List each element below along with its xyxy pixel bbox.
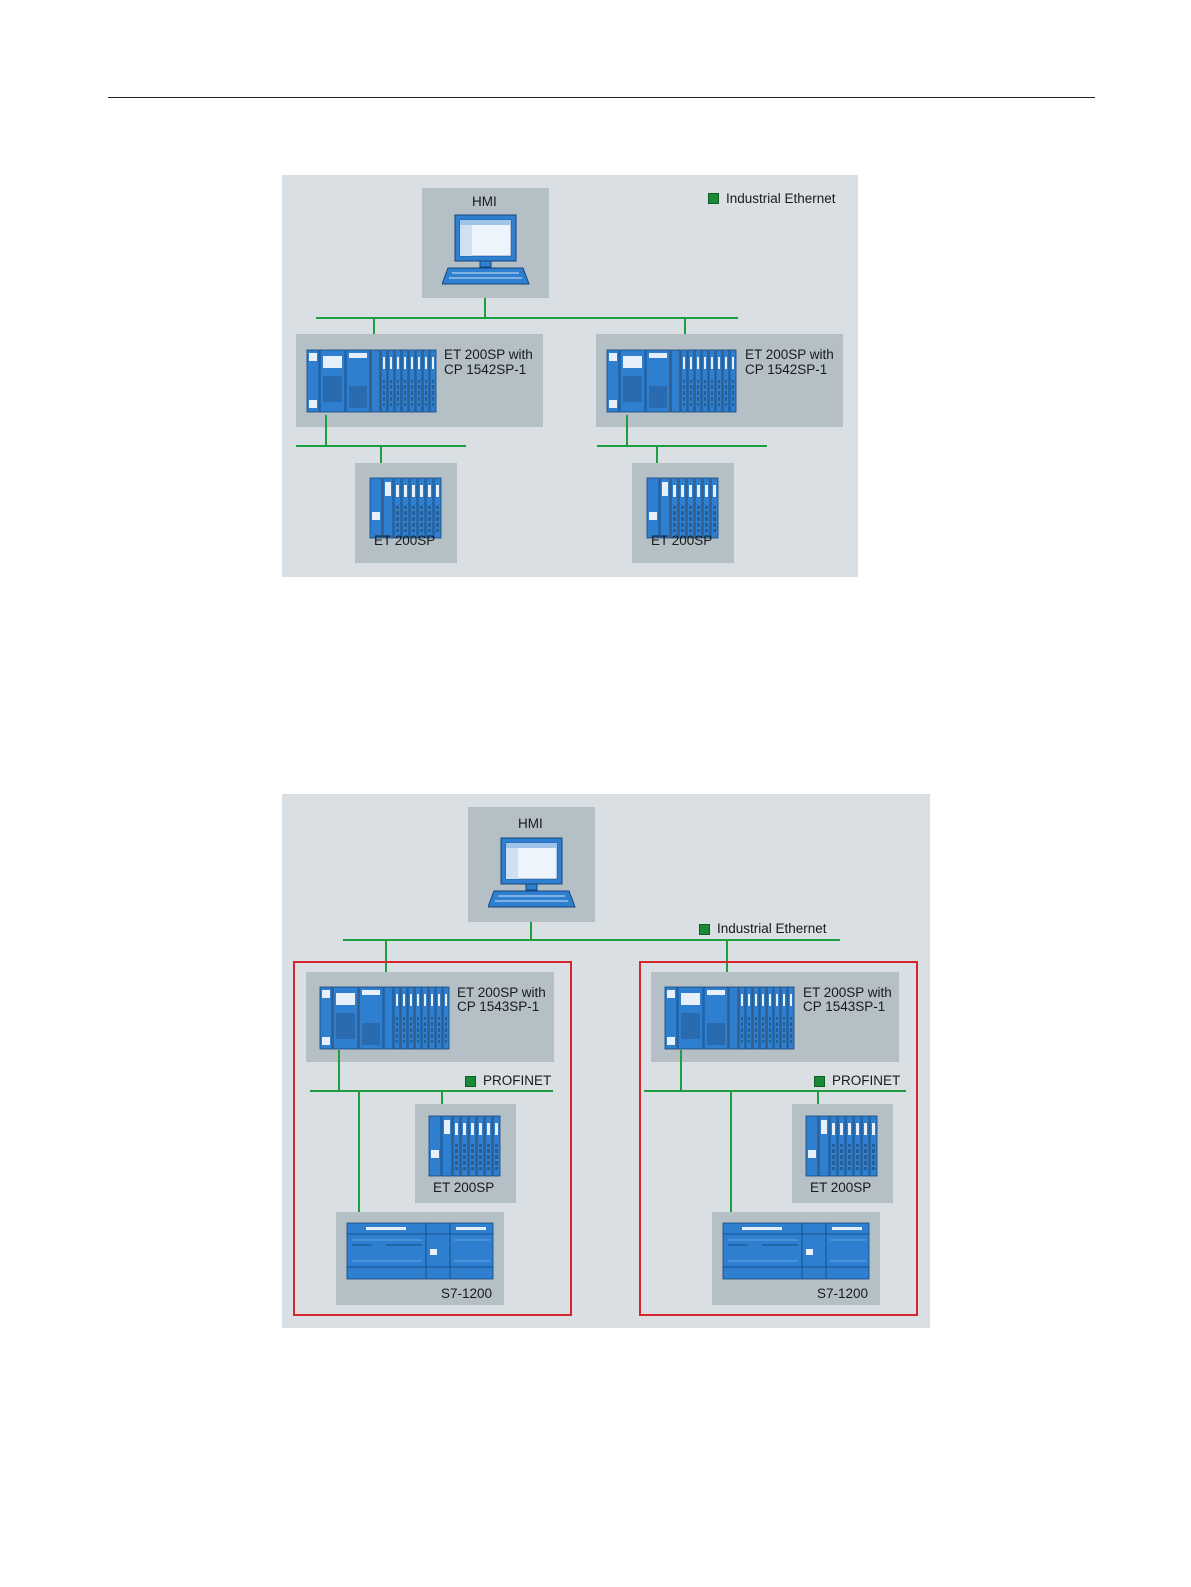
s7-1200-controller-icon: [722, 1221, 870, 1281]
et200sp-cp-device-icon: [306, 348, 438, 414]
net-drop: [684, 317, 686, 334]
io-station-panel-left: ET 200SP: [415, 1104, 516, 1203]
legend-industrial-ethernet: Industrial Ethernet: [717, 921, 827, 936]
et200sp-device-icon: [805, 1114, 881, 1178]
subnet-drop: [325, 415, 327, 446]
legend-industrial-ethernet: Industrial Ethernet: [726, 191, 836, 206]
station-label-line1: ET 200SP with: [745, 347, 834, 362]
net-drop: [373, 317, 375, 334]
station-label-line1: ET 200SP with: [444, 347, 533, 362]
subnet-drop: [626, 415, 628, 446]
io-station-panel-right: ET 200SP: [792, 1104, 893, 1203]
hmi-label: HMI: [518, 816, 543, 831]
subnet-drop: [380, 445, 382, 464]
io-station-panel-right: ET 200SP: [632, 463, 734, 563]
station-panel-left: ET 200SP with CP 1543SP-1: [306, 972, 554, 1062]
station-label-line2: CP 1542SP-1: [444, 362, 526, 377]
industrial-ethernet-line: [316, 317, 738, 319]
et200sp-cp-device-icon: [664, 985, 796, 1051]
s7-1200-panel-left: S7-1200: [336, 1212, 504, 1305]
et200sp-device-icon: [369, 476, 445, 540]
hmi-label: HMI: [472, 194, 497, 209]
network-diagram-1: Industrial Ethernet HMI: [282, 175, 858, 577]
et200sp-device-icon: [428, 1114, 504, 1178]
s7-1200-controller-icon: [346, 1221, 494, 1281]
io-station-label: ET 200SP: [651, 533, 712, 548]
profinet-label: PROFINET: [832, 1073, 900, 1088]
et200sp-cp-device-icon: [319, 985, 451, 1051]
profinet-legend-marker: [465, 1076, 476, 1087]
s7-1200-panel-right: S7-1200: [712, 1212, 880, 1305]
s7-1200-label: S7-1200: [817, 1286, 868, 1301]
station-label-line1: ET 200SP with: [803, 985, 892, 1000]
hmi-panel: HMI: [468, 807, 595, 922]
hmi-computer-icon: [488, 837, 576, 913]
header-rule: [108, 97, 1095, 98]
legend-marker: [699, 924, 710, 935]
industrial-ethernet-line: [343, 939, 840, 941]
profinet-line-left: [310, 1090, 553, 1092]
profinet-legend-marker: [814, 1076, 825, 1087]
station-panel-right: ET 200SP with CP 1542SP-1: [596, 334, 843, 427]
profinet-drop: [730, 1090, 732, 1224]
subnet-drop: [656, 445, 658, 464]
station-panel-left: ET 200SP with CP 1542SP-1: [296, 334, 543, 427]
net-drop: [484, 298, 486, 318]
station-label-line2: CP 1543SP-1: [457, 999, 539, 1014]
station-panel-right: ET 200SP with CP 1543SP-1: [651, 972, 899, 1062]
io-station-label: ET 200SP: [810, 1180, 871, 1195]
hmi-computer-icon: [442, 214, 530, 290]
io-station-label: ET 200SP: [374, 533, 435, 548]
io-station-label: ET 200SP: [433, 1180, 494, 1195]
s7-1200-label: S7-1200: [441, 1286, 492, 1301]
hmi-panel: HMI: [422, 188, 549, 298]
subnet-drop: [680, 1050, 682, 1091]
station-label-line2: CP 1543SP-1: [803, 999, 885, 1014]
subnet-line-right: [597, 445, 767, 447]
profinet-drop: [358, 1090, 360, 1224]
profinet-label: PROFINET: [483, 1073, 551, 1088]
network-diagram-2: HMI Industrial Ethernet: [282, 794, 930, 1328]
et200sp-cp-device-icon: [606, 348, 738, 414]
et200sp-device-icon: [646, 476, 722, 540]
subnet-drop: [338, 1050, 340, 1091]
legend-marker: [708, 193, 719, 204]
profinet-line-right: [644, 1090, 906, 1092]
net-drop: [530, 922, 532, 940]
station-label-line2: CP 1542SP-1: [745, 362, 827, 377]
io-station-panel-left: ET 200SP: [355, 463, 457, 563]
station-label-line1: ET 200SP with: [457, 985, 546, 1000]
